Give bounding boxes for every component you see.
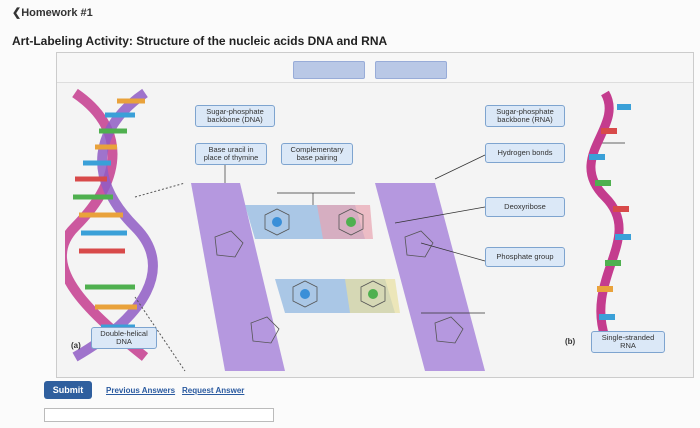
back-link[interactable]: ❮Homework #1: [12, 7, 93, 19]
request-answer-link[interactable]: Request Answer: [182, 386, 245, 395]
empty-drop-target[interactable]: [293, 61, 365, 79]
page-title: Art-Labeling Activity: Structure of the …: [12, 34, 388, 48]
label-sugar-phosphate-dna[interactable]: Sugar-phosphate backbone (DNA): [195, 105, 275, 127]
part-a-tag: (a): [71, 341, 81, 350]
label-phosphate-group[interactable]: Phosphate group: [485, 247, 565, 267]
label-deoxyribose[interactable]: Deoxyribose: [485, 197, 565, 217]
nucleic-acid-diagram: Sugar-phosphate backbone (DNA) Base urac…: [57, 87, 685, 373]
part-b-tag: (b): [565, 337, 576, 346]
label-base-uracil[interactable]: Base uracil in place of thymine: [195, 143, 267, 165]
feedback-area: [44, 408, 274, 422]
submit-button[interactable]: Submit: [44, 381, 92, 399]
top-bar: ❮Homework #1: [0, 0, 700, 20]
diagram-artwork: [57, 88, 631, 372]
label-single-stranded-rna[interactable]: Single-stranded RNA: [591, 331, 665, 353]
empty-drop-target[interactable]: [375, 61, 447, 79]
label-double-helical-dna[interactable]: Double-helical DNA: [91, 327, 157, 349]
label-sugar-phosphate-rna[interactable]: Sugar-phosphate backbone (RNA): [485, 105, 565, 127]
label-hydrogen-bonds[interactable]: Hydrogen bonds: [485, 143, 565, 163]
answer-bank-strip: [57, 53, 693, 83]
activity-panel: Sugar-phosphate backbone (DNA) Base urac…: [56, 52, 694, 378]
label-complementary-pairing[interactable]: Complementary base pairing: [281, 143, 353, 165]
previous-answers-link[interactable]: Previous Answers: [106, 386, 176, 395]
